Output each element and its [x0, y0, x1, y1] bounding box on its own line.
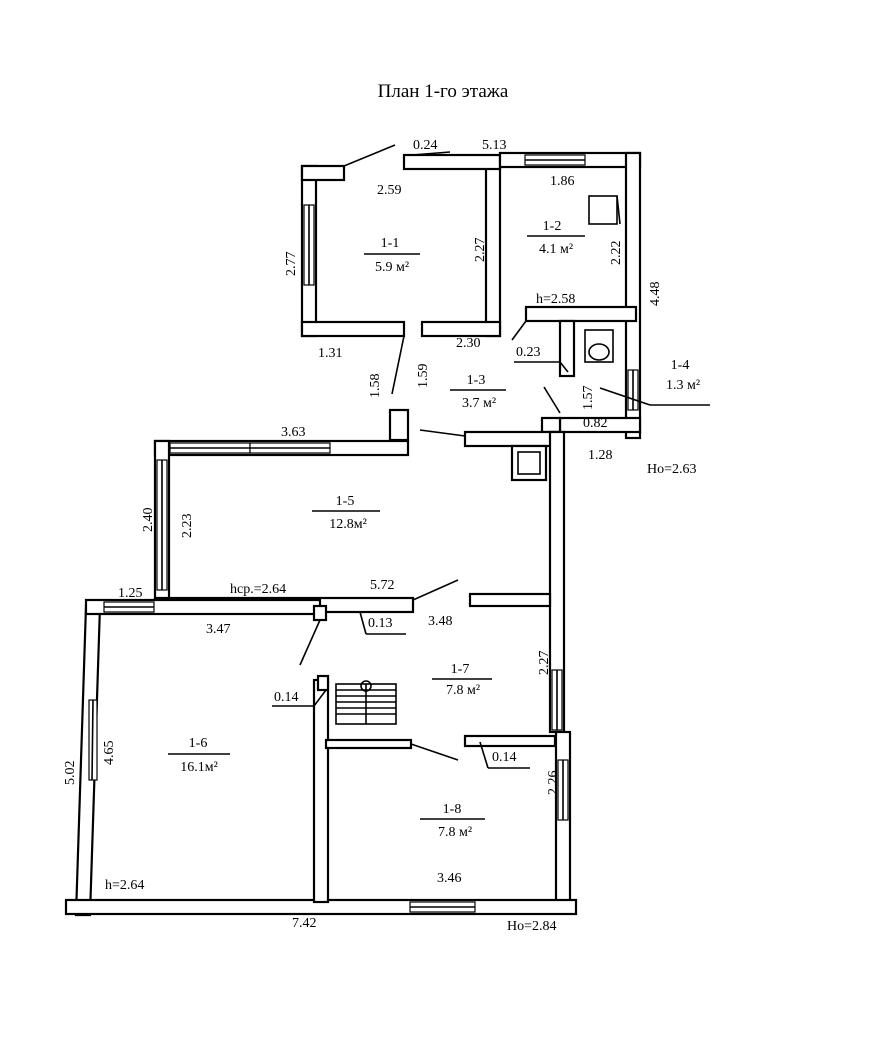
dim-7-42: 7.42 [292, 916, 317, 931]
dim-0-82: 0.82 [583, 416, 608, 431]
dim-2-27b: 2.27 [537, 651, 552, 676]
room-1-4-number: 1-4 [671, 358, 690, 373]
dim-5-02: 5.02 [63, 761, 78, 786]
upper-doors [343, 144, 651, 437]
dim-1-25: 1.25 [118, 586, 143, 601]
dim-ho-2-63: Но=2.63 [647, 462, 697, 477]
room-labels: 1-1 5.9 м² 1-2 4.1 м² 1-3 3.7 м² 1-4 1.3… [168, 219, 710, 840]
room-1-7-number: 1-7 [451, 662, 470, 677]
dim-3-48: 3.48 [428, 614, 453, 629]
room-1-3-area: 3.7 м² [462, 396, 496, 411]
dim-1-58: 1.58 [368, 374, 383, 399]
room-1-1-number: 1-1 [381, 236, 400, 251]
room-1-8-area: 7.8 м² [438, 825, 472, 840]
dim-3-46: 3.46 [437, 871, 462, 886]
dim-1-28: 1.28 [588, 448, 613, 463]
dim-0-23: 0.23 [516, 345, 541, 360]
dim-0-13: 0.13 [368, 616, 393, 631]
lower-walls [64, 430, 578, 917]
lower-windows [88, 442, 569, 913]
lower-doors [299, 579, 459, 761]
room-1-2-area: 4.1 м² [539, 242, 573, 257]
dim-2-27a: 2.27 [473, 238, 488, 263]
dim-2-59: 2.59 [377, 183, 402, 198]
room-1-1-area: 5.9 м² [375, 260, 409, 275]
dim-h-2-58: h=2.58 [536, 292, 575, 307]
dim-3-47: 3.47 [206, 622, 231, 637]
dim-0-24: 0.24 [413, 138, 438, 153]
dim-2-22: 2.22 [609, 241, 624, 266]
dim-4-48: 4.48 [648, 282, 663, 307]
dim-5-72: 5.72 [370, 578, 395, 593]
room-1-4-area: 1.3 м² [666, 378, 700, 393]
room-1-6-number: 1-6 [189, 736, 208, 751]
dim-1-31: 1.31 [318, 346, 343, 361]
room-1-5-number: 1-5 [336, 494, 355, 509]
dim-1-86: 1.86 [550, 174, 575, 189]
dim-4-65: 4.65 [102, 741, 117, 766]
dim-hcp-2-64: hср.=2.64 [230, 582, 286, 597]
upper-walls [300, 151, 642, 442]
dim-2-26: 2.26 [546, 771, 561, 796]
upper-windows [303, 154, 639, 411]
room-1-5-area: 12.8м² [329, 517, 367, 532]
dim-h-2-64: h=2.64 [105, 878, 144, 893]
room-1-8-number: 1-8 [443, 802, 462, 817]
dimension-labels: 0.24 5.13 2.59 1.86 2.77 2.27 2.22 4.48 … [63, 138, 697, 934]
dim-0-14b: 0.14 [492, 750, 517, 765]
dim-2-30: 2.30 [456, 336, 481, 351]
room-1-7-area: 7.8 м² [446, 683, 480, 698]
dim-5-13: 5.13 [482, 138, 507, 153]
dim-2-23: 2.23 [180, 514, 195, 539]
dim-2-40: 2.40 [141, 508, 156, 533]
dim-1-57: 1.57 [581, 386, 596, 411]
room-1-6-area: 16.1м² [180, 760, 218, 775]
plan-title: План 1-го этажа [378, 81, 509, 102]
room-1-2-number: 1-2 [543, 219, 562, 234]
dim-3-63: 3.63 [281, 425, 306, 440]
dim-1-59: 1.59 [416, 364, 431, 389]
dim-0-14a: 0.14 [274, 690, 299, 705]
stair-icon [335, 680, 397, 725]
dim-ho-2-84: Но=2.84 [507, 919, 557, 934]
dim-2-77: 2.77 [284, 252, 299, 277]
room-1-3-number: 1-3 [467, 373, 486, 388]
